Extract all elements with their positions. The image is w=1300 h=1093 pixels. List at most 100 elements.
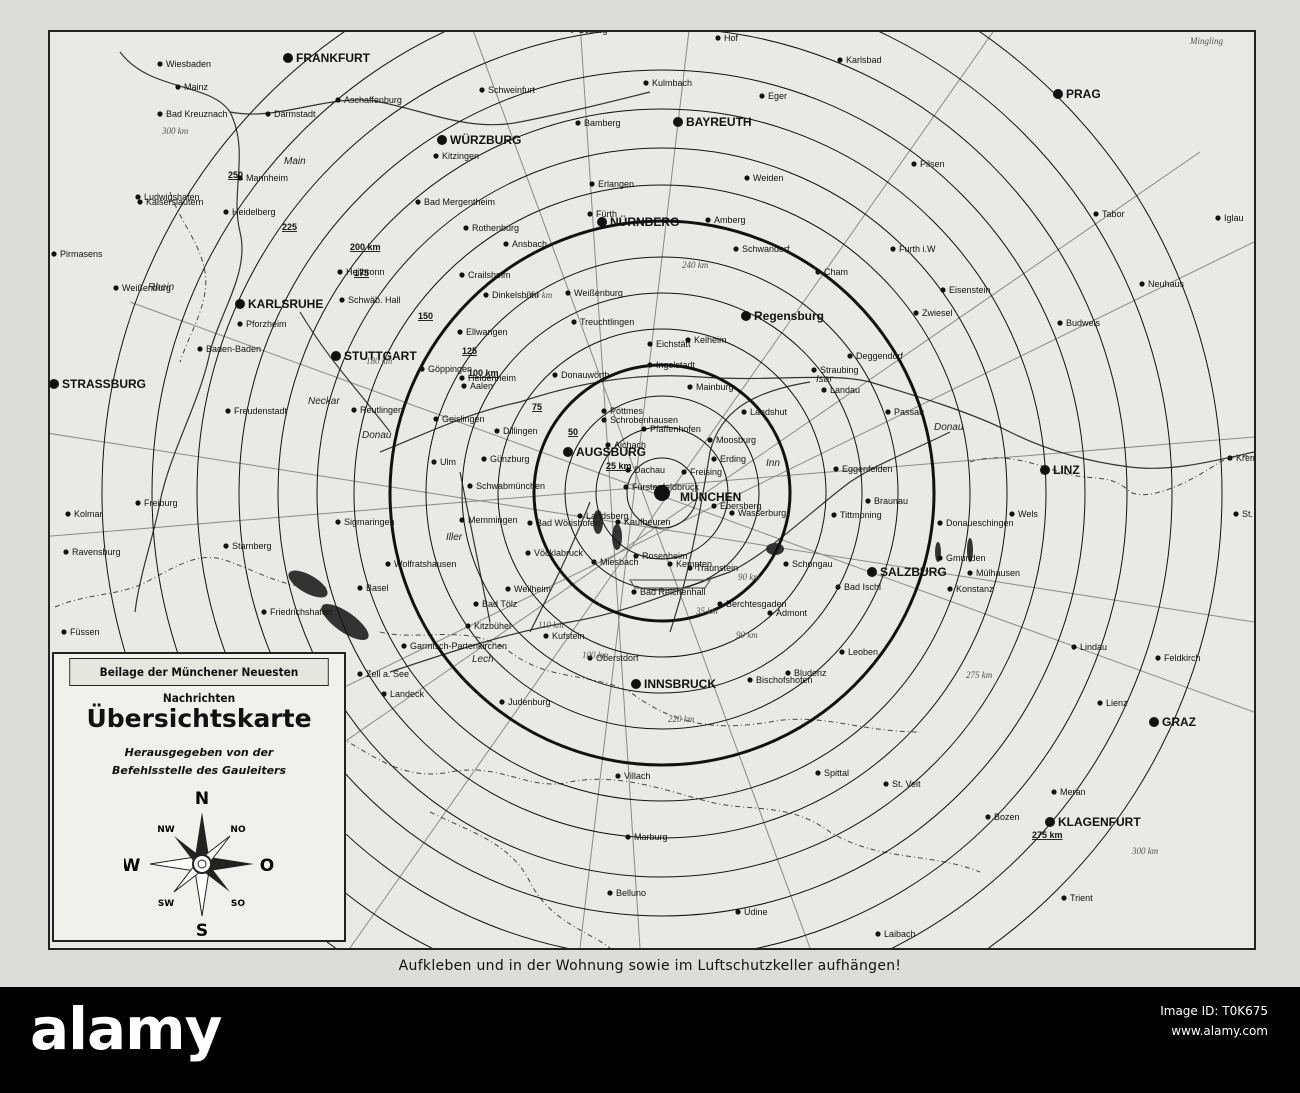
- city-label: Vöcklabruck: [534, 548, 584, 558]
- distance-label: 100 km: [468, 368, 499, 378]
- alamy-logo: alamy: [30, 995, 222, 1063]
- major-city-label-dot: [331, 351, 341, 361]
- city-label: Friedrichshafen: [270, 607, 332, 617]
- city-label-dot: [601, 408, 607, 414]
- handwritten-label: 90 km: [738, 572, 760, 582]
- city-label-dot: [261, 609, 267, 615]
- city-label-dot: [1051, 789, 1057, 795]
- distance-ring: [151, 32, 1173, 948]
- distance-label: 75: [532, 402, 542, 412]
- city-label-dot: [419, 366, 425, 372]
- city-label-dot: [937, 555, 943, 561]
- city-label-dot: [463, 225, 469, 231]
- major-city-label: SALZBURG: [880, 565, 947, 579]
- compass-n: N: [195, 790, 209, 809]
- river-label: Iller: [446, 532, 463, 543]
- distance-ring: [388, 219, 936, 767]
- city-label-dot: [459, 517, 465, 523]
- distance-ring: [316, 147, 1008, 839]
- major-city-label-dot: [673, 117, 683, 127]
- city-label-dot: [601, 417, 607, 423]
- city-label: Dillingen: [503, 426, 538, 436]
- city-label: Dinkelsbühl: [492, 290, 539, 300]
- city-label-dot: [589, 181, 595, 187]
- city-label-dot: [237, 321, 243, 327]
- city-label-dot: [759, 93, 765, 99]
- city-label-dot: [705, 217, 711, 223]
- city-label: Weißenburg: [574, 288, 623, 298]
- city-label-dot: [467, 483, 473, 489]
- city-label: Budweis: [1066, 318, 1101, 328]
- city-label: Günzburg: [490, 454, 530, 464]
- city-label-dot: [785, 670, 791, 676]
- city-label-dot: [433, 153, 439, 159]
- city-label: Kempten: [676, 559, 712, 569]
- image-id-text: Image ID: T0K675: [1160, 1004, 1268, 1018]
- city-label-dot: [570, 32, 574, 33]
- city-label: Kaufbeuren: [624, 517, 671, 527]
- city-label-dot: [821, 387, 827, 393]
- city-label-dot: [913, 310, 919, 316]
- city-label: Eichstätt: [656, 339, 691, 349]
- distance-ring: [564, 395, 760, 591]
- city-label: Memmingen: [468, 515, 518, 525]
- city-label-dot: [591, 559, 597, 565]
- city-label: Bludenz: [794, 668, 827, 678]
- distance-label: 275 km: [1032, 830, 1063, 840]
- city-label: Ravensburg: [72, 547, 121, 557]
- city-label: Kulmbach: [652, 78, 692, 88]
- handwritten-label: 100 km: [582, 650, 609, 660]
- city-label: Pfaffenhofen: [650, 424, 701, 434]
- handwritten-label: 90 km: [736, 630, 758, 640]
- city-label: Treuchtlingen: [580, 317, 634, 327]
- city-label: Belluno: [616, 888, 646, 898]
- city-label: Göppingen: [428, 364, 472, 374]
- city-label: Donaueschingen: [946, 518, 1014, 528]
- distance-label: 50: [568, 427, 578, 437]
- compass-s: S: [196, 921, 208, 938]
- major-city-label: STUTTGART: [344, 349, 417, 363]
- city-label-dot: [633, 553, 639, 559]
- city-label-dot: [552, 372, 558, 378]
- city-label: Kaiserslautern: [146, 197, 204, 207]
- city-label: Pilsen: [920, 159, 945, 169]
- city-label-dot: [625, 834, 631, 840]
- city-label-dot: [481, 456, 487, 462]
- city-label: Straubing: [820, 365, 859, 375]
- major-city-label-dot: [235, 299, 245, 309]
- city-label-dot: [741, 409, 747, 415]
- city-label: Krems: [1236, 453, 1254, 463]
- city-label-dot: [835, 584, 841, 590]
- handwritten-label: 110 km: [538, 620, 564, 630]
- city-label: Garmisch-Partenkirchen: [410, 641, 507, 651]
- city-label: Baden-Baden: [206, 344, 261, 354]
- city-label: Ingolstadt: [656, 360, 696, 370]
- city-label: Weißenburg: [122, 283, 171, 293]
- center-city-label: MÜNCHEN: [680, 489, 741, 504]
- city-label: Traunstein: [696, 563, 738, 573]
- handwritten-label: 240 km: [682, 260, 709, 270]
- stock-id: Image ID: T0K675 www.alamy.com: [1160, 1001, 1268, 1041]
- corner-signature: Mingling: [1189, 36, 1223, 46]
- city-label-dot: [157, 111, 163, 117]
- major-city-label: PRAG: [1066, 87, 1101, 101]
- city-label: Pirmasens: [60, 249, 103, 259]
- city-label: Schweinfurt: [488, 85, 536, 95]
- city-label: Villach: [624, 771, 650, 781]
- city-label-dot: [113, 285, 119, 291]
- city-label: Landau: [830, 385, 860, 395]
- city-label-dot: [643, 80, 649, 86]
- city-label: Landshut: [750, 407, 788, 417]
- major-city-label: KARLSRUHE: [248, 297, 323, 311]
- city-label-dot: [985, 814, 991, 820]
- city-label-dot: [833, 466, 839, 472]
- city-label-dot: [499, 699, 505, 705]
- city-label: Schongau: [792, 559, 833, 569]
- city-label-dot: [527, 520, 533, 526]
- city-label-dot: [459, 272, 465, 278]
- city-label: Ebersberg: [720, 501, 762, 511]
- city-label: Wolfratshausen: [394, 559, 456, 569]
- city-label: Trient: [1070, 893, 1093, 903]
- city-label-dot: [767, 610, 773, 616]
- city-label: Oberstdorf: [596, 653, 639, 663]
